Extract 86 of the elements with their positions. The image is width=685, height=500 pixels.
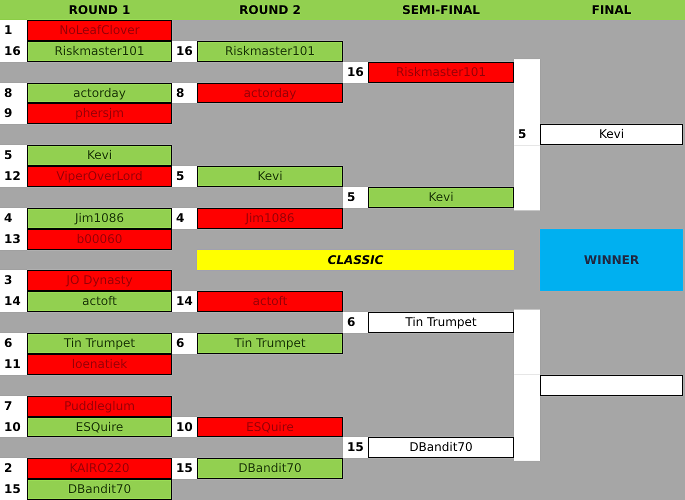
player-slot — [0, 416, 172, 438]
seed-number: 4 — [0, 208, 27, 229]
seed-number: 3 — [0, 270, 27, 292]
seed-number: 15 — [0, 479, 27, 500]
seed-number: 16 — [172, 40, 197, 62]
seed-number: 14 — [0, 291, 27, 312]
bracket-title-banner: CLASSIC — [197, 250, 514, 270]
player-name: ESQuire — [27, 416, 172, 438]
seed-number: 15 — [343, 437, 368, 458]
bracket-connector — [514, 145, 540, 210]
column-heading: ROUND 1 — [68, 2, 132, 19]
seed-number: 13 — [0, 228, 27, 250]
player-slot — [0, 333, 172, 354]
seed-number: 15 — [172, 458, 197, 480]
player-name: KAIRO220 — [27, 458, 172, 480]
player-slot — [0, 228, 172, 250]
player-name: actoft — [197, 291, 343, 312]
player-slot — [0, 40, 172, 62]
seed-number: 5 — [514, 124, 540, 146]
player-name: Kevi — [368, 186, 514, 208]
seed-number: 10 — [172, 416, 197, 438]
seed-number: 8 — [0, 82, 27, 104]
seed-number: 5 — [343, 186, 368, 208]
player-name: Tin Trumpet — [197, 333, 343, 354]
player-slot — [0, 270, 172, 292]
seed-number: 6 — [343, 312, 368, 334]
seed-number: 6 — [172, 333, 197, 354]
player-slot — [0, 291, 172, 312]
player-slot — [0, 354, 172, 375]
player-name: ESQuire — [197, 416, 343, 438]
player-name: Puddleglum — [27, 396, 172, 416]
player-name: Tin Trumpet — [27, 333, 172, 354]
seed-number: 1 — [0, 20, 27, 41]
player-name: Riskmaster101 — [197, 40, 343, 62]
player-name: DBandit70 — [27, 479, 172, 500]
seed-number: 5 — [0, 145, 27, 166]
player-name: b00060 — [27, 228, 172, 250]
player-name: JO Dynasty — [27, 270, 172, 292]
player-name: Tin Trumpet — [368, 312, 514, 334]
player-slot — [0, 20, 172, 41]
player-name: Kevi — [27, 145, 172, 166]
player-slot — [0, 396, 172, 416]
player-slot — [0, 145, 172, 166]
seed-number: 12 — [0, 166, 27, 187]
seed-number: 8 — [172, 82, 197, 104]
seed-number: 11 — [0, 354, 27, 375]
player-name: Jim1086 — [197, 208, 343, 229]
seed-number: 7 — [0, 396, 27, 416]
player-name: actorday — [197, 82, 343, 104]
player-name: Riskmaster101 — [27, 40, 172, 62]
player-name: ViperOverLord — [27, 166, 172, 187]
winner-box: WINNER — [540, 228, 683, 292]
player-slot — [514, 124, 683, 146]
player-slot — [514, 374, 683, 396]
seed-number: 14 — [172, 291, 197, 312]
player-name: Riskmaster101 — [368, 62, 514, 83]
player-name: actorday — [27, 82, 172, 104]
player-slot — [0, 479, 172, 500]
seed-number: 2 — [0, 458, 27, 480]
column-heading: SEMI-FINAL — [401, 2, 481, 19]
player-slot — [0, 208, 172, 229]
bracket-connector — [514, 59, 540, 124]
seed-number: 4 — [172, 208, 197, 229]
player-name: Kevi — [540, 124, 683, 146]
player-slot — [0, 103, 172, 124]
player-slot — [0, 166, 172, 187]
player-name: DBandit70 — [197, 458, 343, 480]
column-heading: ROUND 2 — [238, 2, 302, 19]
seed-number: 16 — [343, 62, 368, 83]
player-name: NoLeafClover — [27, 20, 172, 41]
player-name: Jim1086 — [27, 208, 172, 229]
player-name: loenatiek — [27, 354, 172, 375]
seed-number: 9 — [0, 103, 27, 124]
seed-number: 10 — [0, 416, 27, 438]
player-name: Kevi — [197, 166, 343, 187]
bracket-connector — [514, 396, 540, 461]
seed-number: 6 — [0, 333, 27, 354]
player-name: DBandit70 — [368, 437, 514, 458]
seed-number: 16 — [0, 40, 27, 62]
player-slot — [0, 82, 172, 104]
column-heading: FINAL — [590, 2, 632, 19]
player-slot — [0, 458, 172, 480]
player-name: phersjm — [27, 103, 172, 124]
seed-number: 5 — [172, 166, 197, 187]
bracket-connector — [514, 310, 540, 375]
player-name: actoft — [27, 291, 172, 312]
